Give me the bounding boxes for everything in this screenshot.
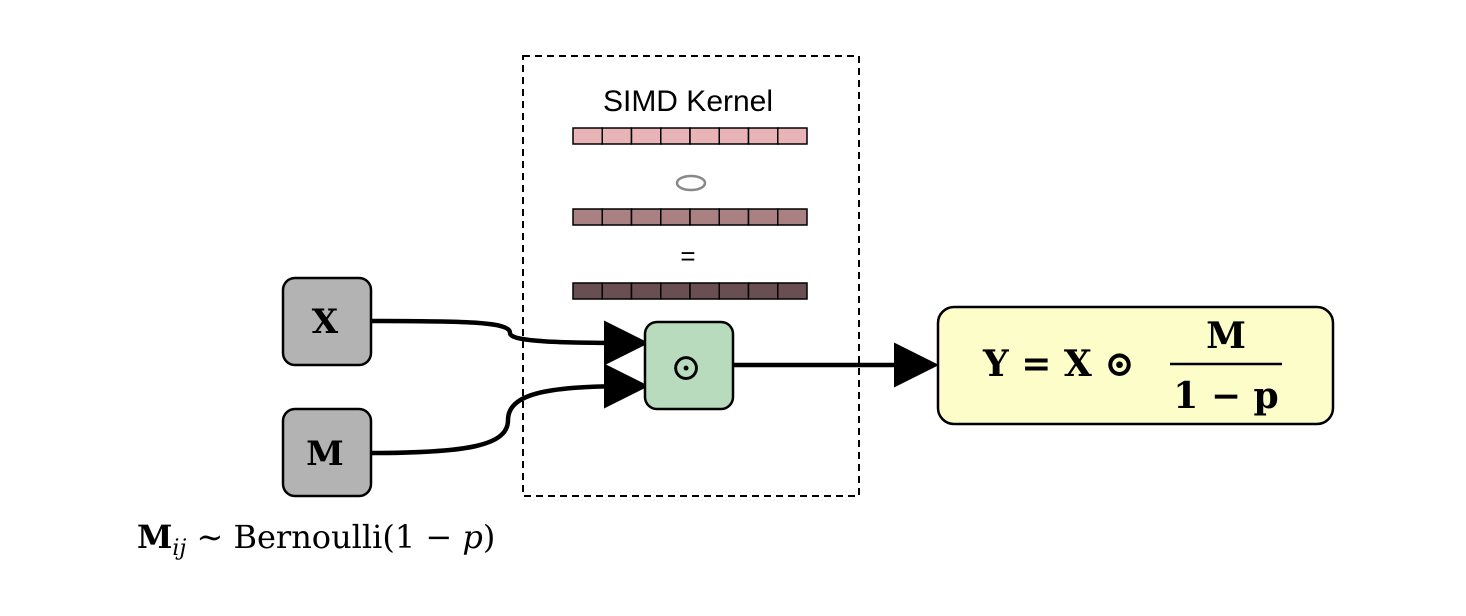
dropout-probability: p: [462, 518, 482, 556]
input-x-label: X: [312, 302, 339, 342]
vector-cell: [630, 208, 662, 226]
vector-cell: [689, 282, 720, 300]
vector-cell: [660, 208, 691, 226]
connector-x-to-op: [370, 318, 649, 366]
vector-cell: [747, 208, 779, 226]
elementwise-product-symbol: ⊙: [670, 345, 702, 389]
equals-symbol: =: [680, 241, 695, 271]
hadamard-operator-symbol: [675, 174, 707, 192]
output-formula-numerator: M: [1206, 315, 1246, 357]
output-formula-lhs: Y = X ⊙: [982, 343, 1135, 385]
output-formula-denominator: 1 − p: [1173, 375, 1278, 417]
simd-vector-a: [572, 127, 808, 145]
simd-vector-result: [572, 282, 808, 300]
connector-m-to-op: [370, 363, 649, 456]
vector-cell: [718, 208, 750, 226]
vector-cell: [777, 127, 808, 145]
vector-cell: [777, 208, 808, 226]
simd-kernel-title: SIMD Kernel: [603, 85, 773, 118]
input-m-label: M: [306, 434, 344, 474]
mask-subscript: ij: [172, 536, 186, 561]
vector-cell: [572, 282, 603, 300]
vector-cell: [747, 127, 779, 145]
vector-cell: [747, 282, 779, 300]
vector-cell: [777, 282, 808, 300]
vector-cell: [630, 127, 662, 145]
vector-cell: [718, 127, 750, 145]
vector-cell: [660, 282, 691, 300]
vector-cell: [689, 127, 720, 145]
vector-cell: [572, 208, 603, 226]
simd-kernel-boundary: [522, 55, 860, 497]
vector-cell: [689, 208, 720, 226]
vector-cell: [601, 282, 633, 300]
mask-symbol: M: [137, 518, 172, 556]
distribution-close: ): [483, 518, 495, 556]
simd-vector-b: [572, 208, 808, 226]
vector-cell: [630, 282, 662, 300]
vector-cell: [718, 282, 750, 300]
vector-cell: [572, 127, 603, 145]
distribution-text: ∼ Bernoulli(1 −: [186, 518, 462, 556]
vector-cell: [601, 127, 633, 145]
mask-distribution-caption: Mij ∼ Bernoulli(1 − p): [137, 518, 495, 561]
output-formula-box: [936, 305, 1335, 426]
vector-cell: [660, 127, 691, 145]
vector-cell: [601, 208, 633, 226]
